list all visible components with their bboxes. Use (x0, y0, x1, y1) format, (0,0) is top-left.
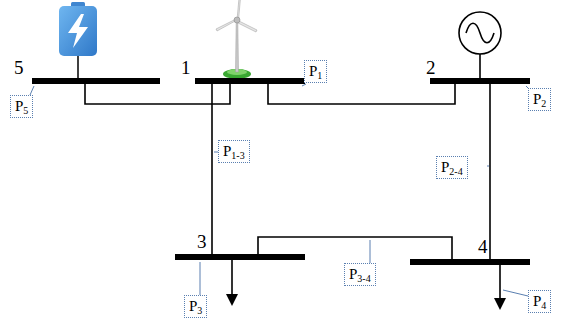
transmission-line (211, 84, 213, 254)
bus-bar: 3 (175, 254, 305, 260)
power-label: P5 (10, 95, 33, 118)
power-label: P1 (304, 60, 327, 83)
bus-bar: 2 (430, 78, 530, 84)
power-label: P1-3 (218, 140, 250, 163)
transmission-line (268, 84, 455, 104)
power-label: P3-4 (344, 263, 376, 286)
wind-turbine (216, 0, 257, 79)
power-label: P3 (184, 295, 207, 318)
bus-number: 3 (197, 232, 207, 251)
bus-bar: 5 (32, 78, 160, 84)
generator-symbol (459, 12, 501, 78)
bus-bar: 4 (410, 259, 530, 265)
bus-number: 2 (426, 58, 436, 77)
bus-number: 1 (181, 58, 191, 77)
power-label: P2 (528, 88, 551, 111)
load-arrow (494, 265, 506, 310)
transmission-line (489, 84, 491, 259)
power-label: P4 (528, 290, 551, 313)
battery-icon (59, 2, 97, 78)
bus-number: 4 (478, 237, 488, 256)
bus-bar: 1 (195, 78, 305, 84)
load-arrow (226, 260, 238, 306)
transmission-line (85, 84, 230, 104)
power-label: P2-4 (436, 156, 468, 179)
leader-line (30, 84, 530, 296)
bus-number: 5 (14, 58, 24, 77)
